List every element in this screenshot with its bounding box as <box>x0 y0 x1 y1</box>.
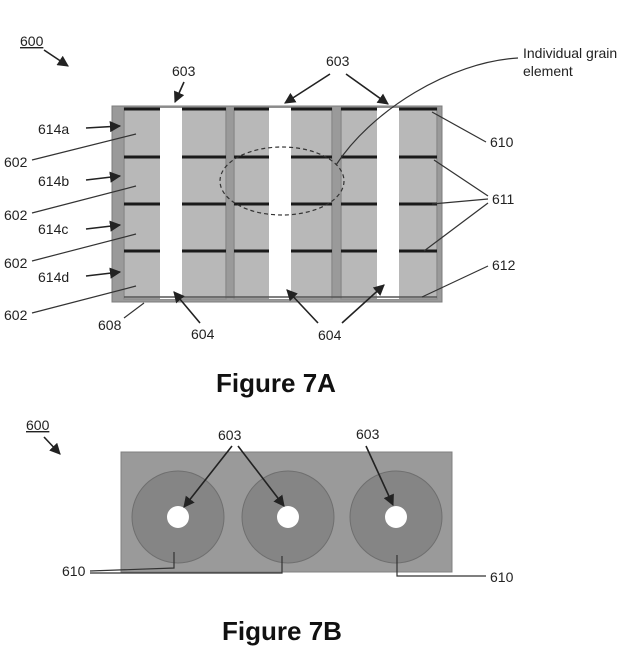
center-hole-1 <box>167 506 189 528</box>
arrow-604-to-slot-3 <box>341 284 385 324</box>
label-614b: 614b <box>38 173 69 189</box>
label-604-right: 604 <box>318 327 342 343</box>
layer-separators <box>124 107 437 253</box>
label-603-right: 603 <box>326 53 350 69</box>
caption-figure-7b: Figure 7B <box>222 616 342 646</box>
leader-grain-element <box>335 57 519 166</box>
center-hole-2 <box>277 506 299 528</box>
label-610-7b-right: 610 <box>490 569 514 585</box>
label-602-b: 602 <box>4 207 28 223</box>
label-602-c: 602 <box>4 255 28 271</box>
label-603-7b-left: 603 <box>218 427 242 443</box>
arrow-603-7b-hole-1 <box>183 445 233 508</box>
label-614d: 614d <box>38 269 69 285</box>
arrow-603-to-slot-3 <box>345 73 389 105</box>
slot-1 <box>160 108 182 299</box>
arrow-603-7b-hole-2 <box>237 445 285 507</box>
caption-figure-7a: Figure 7A <box>216 368 336 398</box>
leader-610-disc-3 <box>396 555 486 577</box>
leader-602-b <box>31 185 137 214</box>
slot-3 <box>377 108 399 299</box>
label-602-d: 602 <box>4 307 28 323</box>
label-grain-element-line1: Individual grain <box>523 45 617 61</box>
leader-602-c <box>31 233 137 262</box>
slot-2 <box>269 108 291 299</box>
label-610-7b-left: 610 <box>62 563 86 579</box>
leader-608 <box>123 302 145 319</box>
leader-610-disc-2 <box>90 556 283 574</box>
leader-611-b <box>431 198 489 205</box>
arrow-604-to-slot-2 <box>286 289 319 324</box>
arrow-614d <box>85 267 122 279</box>
label-603-left: 603 <box>172 63 196 79</box>
arrow-603-7b-hole-3 <box>365 445 394 507</box>
label-612: 612 <box>492 257 516 273</box>
leader-612 <box>421 265 489 298</box>
arrow-604-left <box>173 291 201 324</box>
label-610: 610 <box>490 134 514 150</box>
ref-label-600-a: 600 <box>20 33 44 49</box>
grain-element-outline <box>219 146 345 216</box>
ref-label-600-b: 600 <box>26 417 50 433</box>
center-hole-3 <box>385 506 407 528</box>
label-603-7b-right: 603 <box>356 426 380 442</box>
figure-7b: 600 603 603 610 610 Figure 7B <box>26 417 514 646</box>
label-608: 608 <box>98 317 122 333</box>
leader-610 <box>431 111 487 143</box>
leader-611-c <box>423 202 489 252</box>
leader-610-disc-1 <box>89 552 175 572</box>
arrow-614c <box>85 220 122 232</box>
arrow-603-left <box>174 81 185 104</box>
label-604-left: 604 <box>191 326 215 342</box>
leader-602-a <box>31 133 137 161</box>
arrow-614a <box>85 121 122 133</box>
arrow-614b <box>85 171 122 183</box>
leader-611-a <box>433 159 489 197</box>
figure-7a: 600 603 <box>4 33 617 398</box>
label-602-a: 602 <box>4 154 28 170</box>
ref-arrow-600-a <box>43 49 69 67</box>
label-614c: 614c <box>38 221 68 237</box>
label-grain-element-line2: element <box>523 63 573 79</box>
ref-arrow-600-b <box>43 436 61 455</box>
label-611: 611 <box>492 191 515 207</box>
arrow-603-to-slot-2 <box>284 73 331 104</box>
leader-602-d <box>31 285 137 314</box>
label-614a: 614a <box>38 121 69 137</box>
